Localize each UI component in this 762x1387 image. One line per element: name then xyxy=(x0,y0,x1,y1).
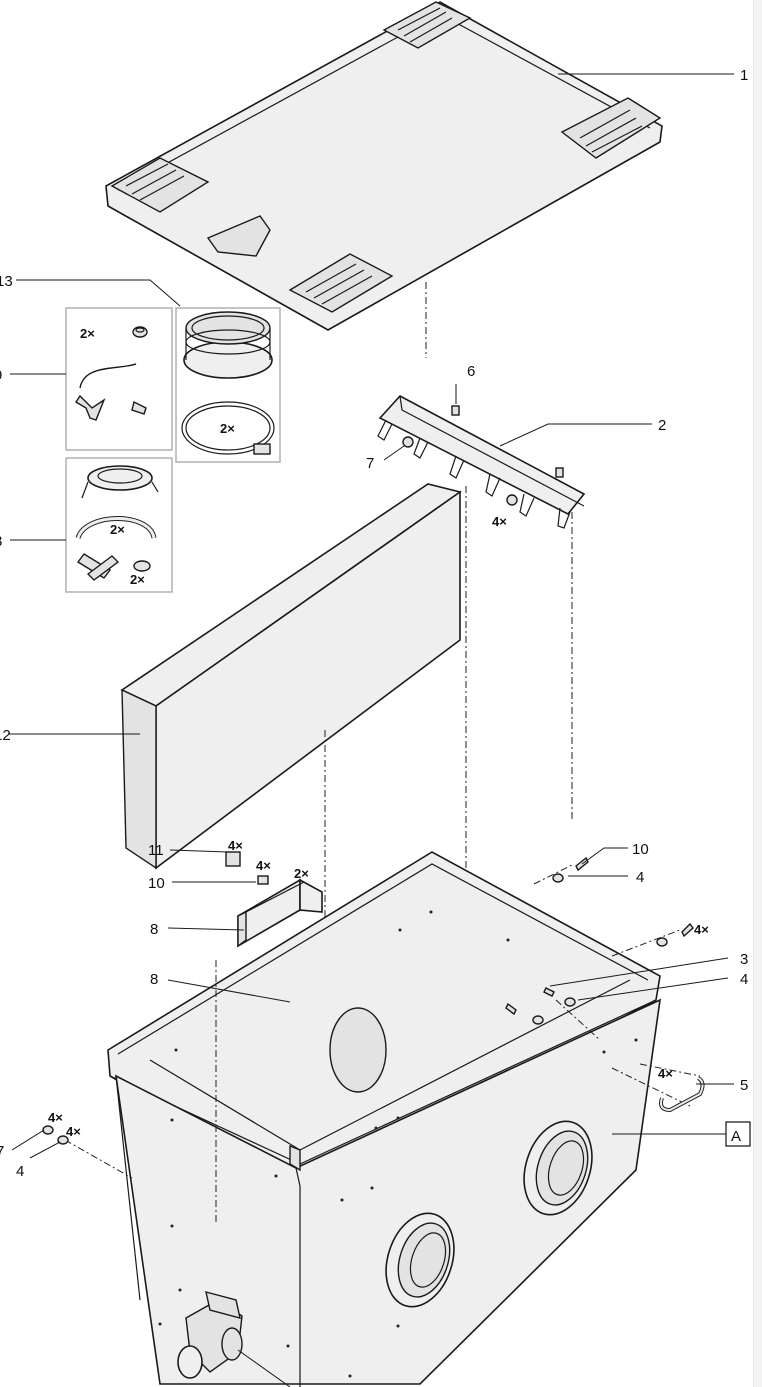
end-cap-7 xyxy=(402,436,414,448)
callout-5: 5 xyxy=(740,1077,748,1094)
qty-kit3-clip: 2× xyxy=(130,572,145,587)
drain-valve xyxy=(177,1291,243,1379)
qty-11: 4× xyxy=(228,838,243,853)
hose-clamp-icon xyxy=(132,326,148,338)
nozzle-icon xyxy=(131,400,147,415)
clip-icon xyxy=(133,560,151,572)
hose-tail-ring xyxy=(183,311,273,379)
callout-1: 1 xyxy=(740,67,748,84)
callout-13: 13 xyxy=(0,273,13,290)
qty-right-screws: 4× xyxy=(694,922,709,937)
straight-connector-icon xyxy=(76,553,120,581)
callout-3-housing: 3 xyxy=(740,951,748,968)
callout-2: 2 xyxy=(658,417,666,434)
callout-8-holder: 8 xyxy=(150,921,158,938)
accessory-kit-3 xyxy=(65,457,173,593)
callout-11: 11 xyxy=(148,842,164,859)
lid xyxy=(105,1,663,331)
quantities: 2× 2× 2× 2× 4× 4× 4× 2× 4× 4× 4× 4× xyxy=(48,326,709,1139)
lid-handle-bottom xyxy=(288,253,394,313)
lid-handle-right xyxy=(560,97,662,159)
callouts: 1 13 9 3 12 2 6 7 11 10 8 8 10 4 3 4 5 7… xyxy=(0,67,751,1180)
accessory-kit-9 xyxy=(65,307,173,451)
callout-9: 9 xyxy=(0,367,2,384)
callout-a: A xyxy=(731,1128,741,1145)
qty-7: 4× xyxy=(48,1110,63,1125)
qty-sponge-holder: 2× xyxy=(294,866,309,881)
spray-bar xyxy=(377,395,586,529)
outlet-port-left xyxy=(385,1212,455,1308)
callout-7-bar: 7 xyxy=(366,455,374,472)
qty-kit9-clamp: 2× xyxy=(80,326,95,341)
outlet-port-right xyxy=(523,1120,593,1216)
page-scrollbar[interactable] xyxy=(753,0,762,1387)
callout-10-right: 10 xyxy=(632,841,649,858)
screw-6b xyxy=(555,467,564,478)
callout-10-left: 10 xyxy=(148,875,165,892)
t-connector-icon xyxy=(75,394,106,421)
callout-4-right: 4 xyxy=(740,971,748,988)
qty-5: 4× xyxy=(658,1066,673,1081)
qty-bar-caps: 4× xyxy=(492,514,507,529)
callout-4-left: 4 xyxy=(16,1163,24,1180)
end-cap xyxy=(506,494,518,506)
hardware-parts xyxy=(42,856,705,1145)
lid-center-recess xyxy=(206,215,271,257)
coiled-hose-icon xyxy=(81,465,159,499)
callout-8-clip: 8 xyxy=(150,971,158,988)
callout-3-kit: 3 xyxy=(0,533,2,550)
filter-housing xyxy=(107,851,661,1387)
callout-12: 12 xyxy=(0,727,11,744)
callout-4-top: 4 xyxy=(636,869,644,886)
screw-6 xyxy=(451,405,460,416)
accessory-kit-13 xyxy=(175,307,281,463)
leader-lines xyxy=(8,73,734,1387)
callout-6: 6 xyxy=(467,363,475,380)
hose-clamp-large xyxy=(181,401,275,455)
qty-kit3-hose: 2× xyxy=(110,522,125,537)
sponge-holder xyxy=(225,851,323,948)
callout-7-left: 7 xyxy=(0,1143,4,1160)
qty-10: 4× xyxy=(256,858,271,873)
lid-handle-left xyxy=(110,157,210,213)
lid-handle-top xyxy=(382,1,472,49)
qty-4: 4× xyxy=(66,1124,81,1139)
qty-kit13-clamp: 2× xyxy=(220,421,235,436)
wall-port-hole xyxy=(329,1007,387,1093)
housing-label-box xyxy=(725,1121,751,1147)
